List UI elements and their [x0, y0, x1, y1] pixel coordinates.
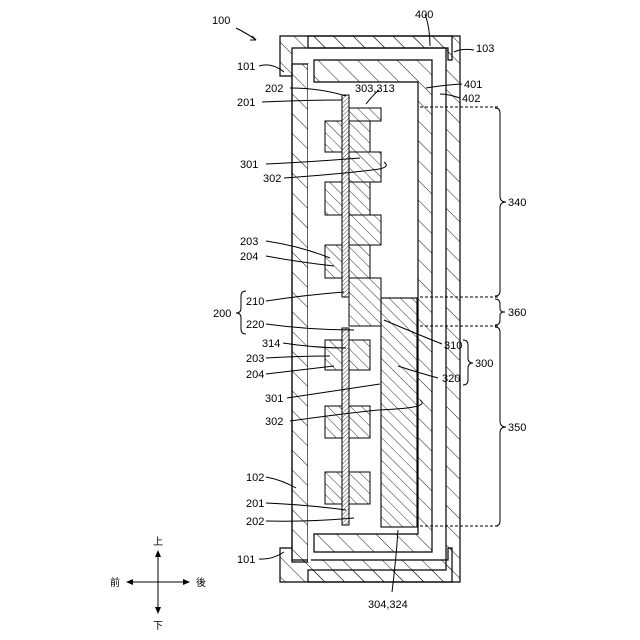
- heatsink-320: [381, 298, 417, 527]
- label-304-324: 304,324: [368, 599, 408, 611]
- label-303-313: 303,313: [355, 83, 395, 95]
- arrow-down-icon: [155, 607, 161, 614]
- label-103: 103: [476, 43, 494, 55]
- direction-indicator: 上 下 前 後: [110, 536, 206, 632]
- board-210: [342, 95, 349, 297]
- label-220: 220: [246, 319, 264, 331]
- label-400: 400: [415, 9, 433, 21]
- board-220: [342, 328, 349, 525]
- label-210: 210: [246, 296, 264, 308]
- label-203-top: 203: [240, 236, 258, 248]
- label-310: 310: [444, 340, 462, 352]
- label-202-top: 202: [265, 83, 283, 95]
- direction-up: 上: [153, 536, 163, 548]
- label-350: 350: [508, 422, 526, 434]
- front-wall-inner-gap: [308, 64, 311, 562]
- brace-300: [463, 340, 473, 385]
- label-340: 340: [508, 197, 526, 209]
- label-101-top: 101: [237, 61, 255, 73]
- arrow-right-icon: [183, 579, 190, 585]
- direction-back: 後: [196, 576, 206, 589]
- direction-front: 前: [110, 576, 120, 589]
- label-201-bot: 201: [246, 498, 264, 510]
- label-402: 402: [462, 93, 480, 105]
- label-401: 401: [464, 79, 482, 91]
- label-320: 320: [442, 373, 460, 385]
- label-200: 200: [213, 308, 231, 320]
- label-202-bot: 202: [246, 516, 264, 528]
- label-201-top: 201: [237, 97, 255, 109]
- label-204-top: 204: [240, 251, 258, 263]
- label-314: 314: [262, 338, 280, 350]
- brace-200: [236, 291, 246, 334]
- direction-down: 下: [153, 621, 163, 632]
- label-101-bot: 101: [237, 554, 255, 566]
- label-302-top: 302: [263, 173, 281, 185]
- arrow-left-icon: [126, 579, 133, 585]
- label-301-top: 301: [240, 159, 258, 171]
- region-guides: [420, 107, 506, 526]
- label-203-bot: 203: [246, 353, 264, 365]
- label-102: 102: [246, 472, 264, 484]
- label-302-bot: 302: [265, 416, 283, 428]
- arrow-up-icon: [155, 550, 161, 557]
- label-100: 100: [212, 15, 230, 27]
- label-300: 300: [475, 358, 493, 370]
- label-360: 360: [508, 307, 526, 319]
- label-301-bot: 301: [265, 393, 283, 405]
- label-204-bot: 204: [246, 369, 264, 381]
